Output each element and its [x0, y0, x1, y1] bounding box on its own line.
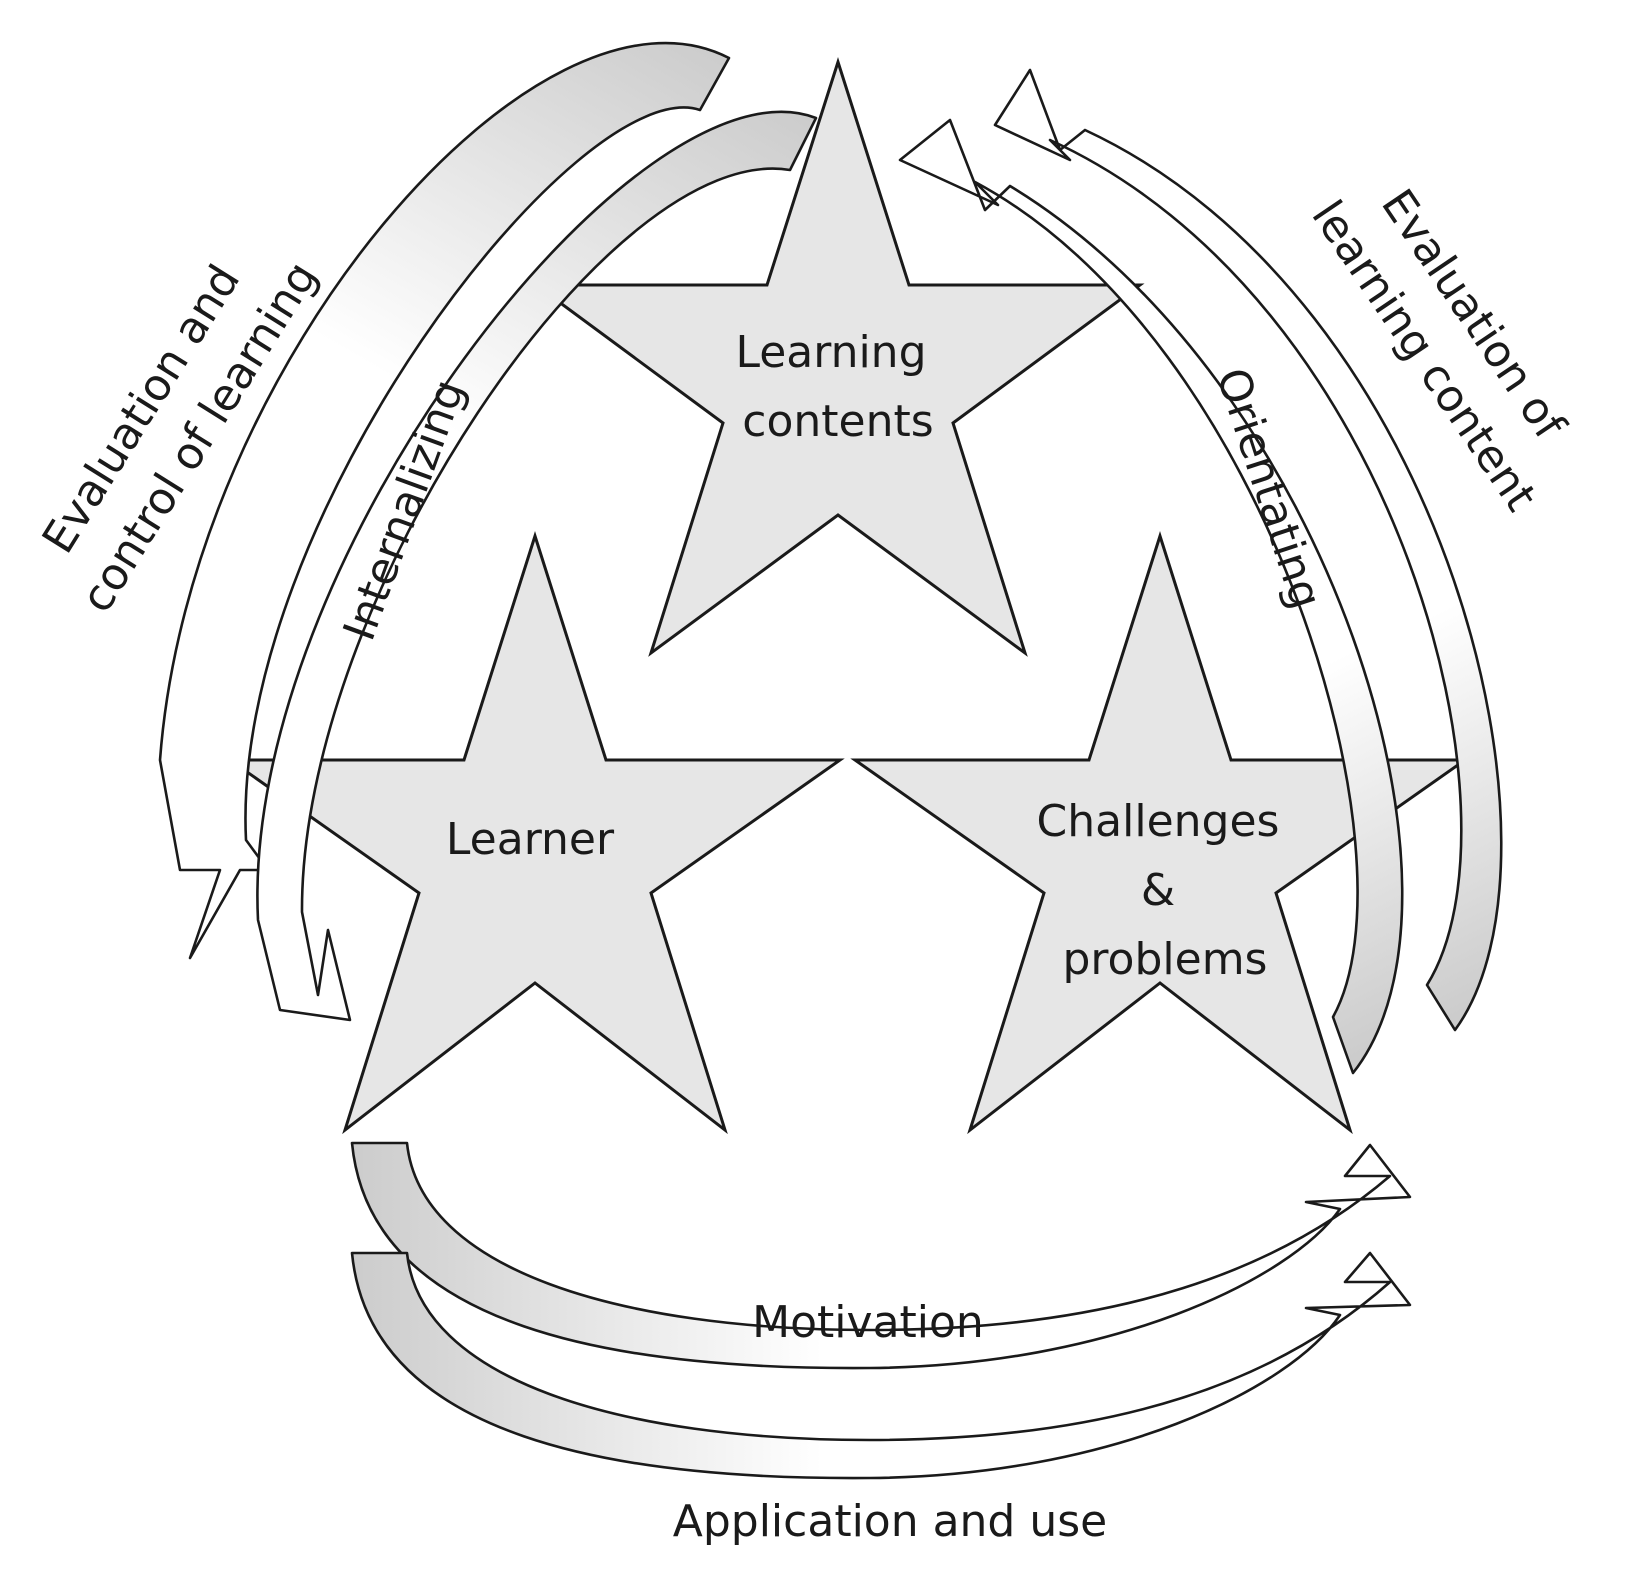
application-and-use-label: Application and use	[673, 1496, 1107, 1547]
learning-contents-line-2: contents	[742, 396, 933, 447]
evaluation-control-arrow	[158, 41, 731, 960]
learning-contents-label: Learning contents	[735, 327, 940, 447]
learning-contents-star	[531, 57, 1145, 657]
challenges-label: Challenges & problems	[1037, 796, 1294, 985]
application-and-use-arrow	[350, 1251, 1412, 1480]
motivation-arrow	[350, 1141, 1412, 1370]
evaluation-content-arrow	[993, 68, 1503, 1032]
motivation-label: Motivation	[752, 1297, 984, 1348]
challenges-line-1: Challenges	[1037, 796, 1280, 847]
internalizing-arrow	[256, 110, 818, 1022]
orientating-arrow	[898, 118, 1404, 1075]
learning-contents-line-1: Learning	[735, 327, 926, 378]
orientating-label: Orientating	[1206, 362, 1332, 615]
challenges-line-2: &	[1141, 865, 1175, 916]
learner-line-1: Learner	[446, 814, 615, 865]
evaluation-content-label: Evaluation of learning content	[1301, 156, 1599, 520]
challenges-line-3: problems	[1063, 934, 1268, 985]
learner-label: Learner	[446, 814, 615, 865]
